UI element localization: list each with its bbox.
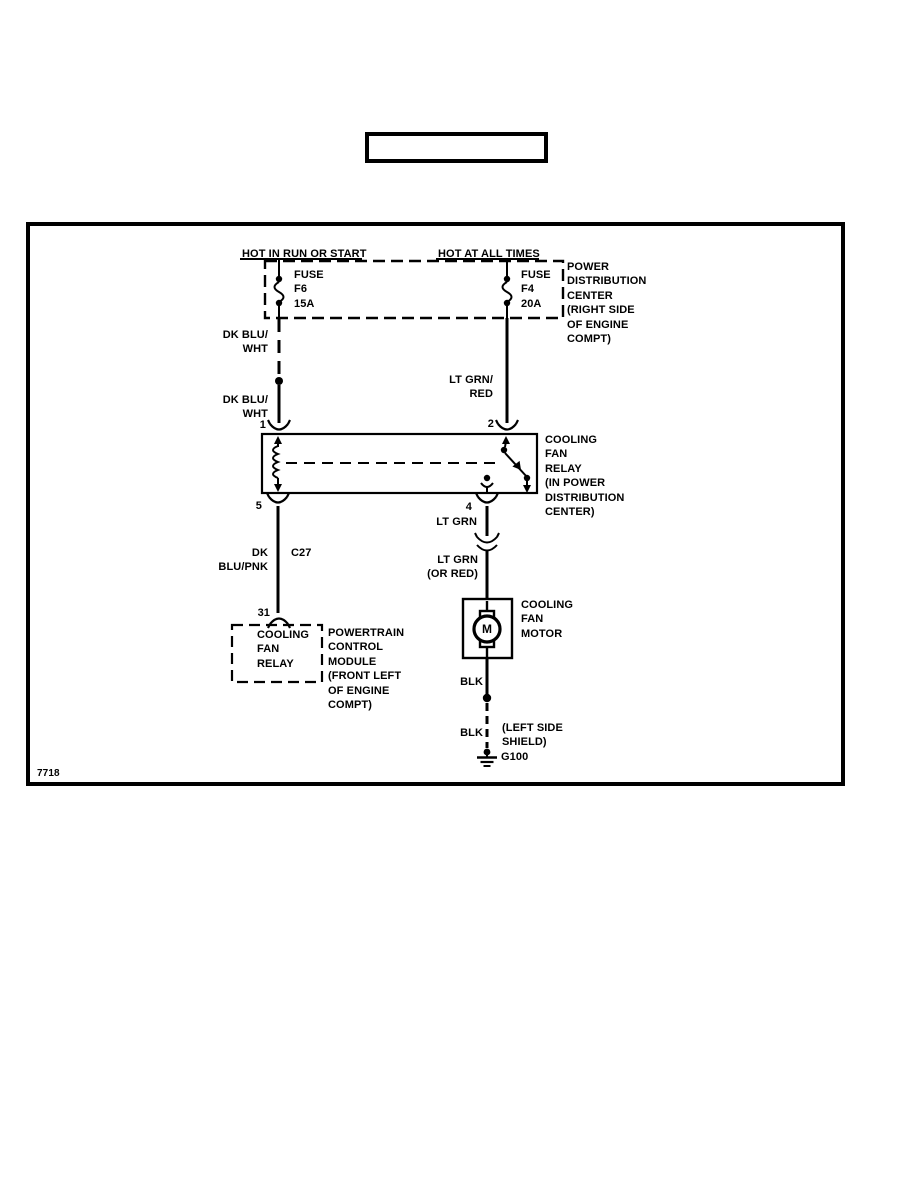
motor-m-symbol: M: [482, 621, 492, 636]
connector-c27-label: C27: [291, 547, 312, 559]
pin2-terminal-icon: [495, 419, 519, 431]
wire-label-lt-grn-or-red: LT GRN (OR RED): [427, 554, 478, 581]
wire-lt-grn: [474, 492, 500, 600]
fuse-f4-label: FUSE F4 20A: [521, 269, 551, 310]
figure-number: 7718: [37, 768, 60, 779]
title-box: [365, 132, 548, 163]
wire-label-dk-blu-pnk: DK BLU/PNK: [218, 547, 268, 574]
relay-pin2-label: 2: [487, 418, 494, 430]
pcm-label: POWERTRAIN CONTROL MODULE (FRONT LEFT OF…: [328, 627, 405, 712]
wire-lt-grn-red: [495, 318, 519, 431]
relay-pin5-label: 5: [255, 500, 262, 512]
fuse-f6-label: FUSE F6 15A: [294, 269, 324, 310]
inline-connector-icon: [474, 532, 500, 552]
wire-label-blk-1: BLK: [460, 676, 483, 688]
pcm-pin31-label: 31: [257, 607, 270, 619]
relay-switch-icon: [500, 436, 531, 493]
pcm-input-label: COOLING FAN RELAY: [257, 629, 310, 670]
pin5-terminal-icon: [266, 492, 290, 504]
wire-dk-blu-wht: [267, 319, 291, 431]
junction-dot: [482, 693, 492, 703]
wire-blk: [482, 658, 492, 748]
wire-label-dk-blu-wht-1: DK BLU/ WHT: [222, 329, 268, 356]
relay-label: COOLING FAN RELAY (IN POWER DISTRIBUTION…: [545, 434, 625, 519]
relay-pin4-label: 4: [465, 501, 472, 513]
pcm-dashed-box: [230, 623, 324, 684]
diagram-frame: [26, 222, 845, 786]
wire-label-lt-grn: LT GRN: [436, 516, 477, 528]
ground-id-label: G100: [501, 751, 529, 763]
relay-pin4-inner-terminal: [480, 474, 494, 493]
feed-right-label: HOT AT ALL TIMES: [438, 248, 540, 260]
pdc-label: POWER DISTRIBUTION CENTER (RIGHT SIDE OF…: [567, 261, 647, 346]
junction-dot: [275, 377, 283, 385]
relay-coil-icon: [272, 436, 282, 492]
wire-label-blk-2: BLK: [460, 727, 483, 739]
wire-label-lt-grn-red: LT GRN/ RED: [449, 374, 493, 401]
pin1-terminal-icon: [267, 419, 291, 431]
wire-label-dk-blu-wht-2: DK BLU/ WHT: [222, 394, 268, 421]
feed-left-label: HOT IN RUN OR START: [242, 248, 367, 260]
wire-dk-blu-pnk: [266, 492, 291, 629]
ground-icon: [477, 748, 497, 767]
fuse-f4-icon: [501, 259, 513, 318]
pin31-terminal-icon: [267, 617, 291, 629]
ground-location-label: (LEFT SIDE SHIELD): [502, 722, 563, 749]
motor-label: COOLING FAN MOTOR: [521, 599, 574, 640]
pin4-terminal-icon: [475, 492, 499, 504]
relay-pin1-label: 1: [259, 419, 266, 431]
fuse-f6-icon: [273, 259, 285, 318]
pdc-dashed-box: [263, 259, 565, 320]
relay-box-icon: [260, 432, 539, 495]
